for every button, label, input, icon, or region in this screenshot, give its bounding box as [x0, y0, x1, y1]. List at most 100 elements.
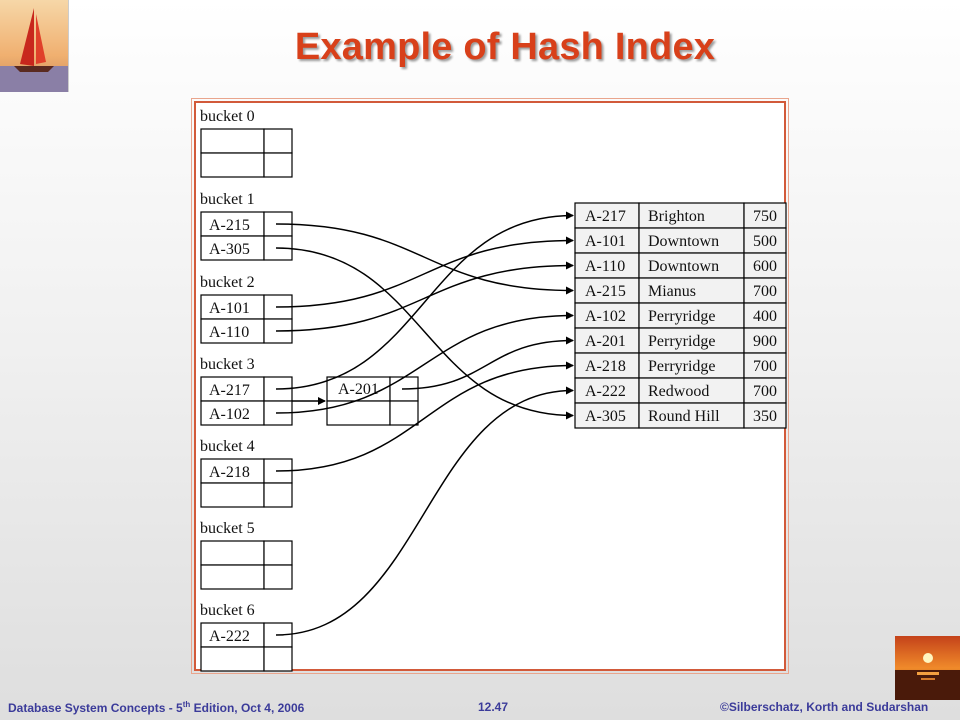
- bucket-pointer-cell: [263, 152, 293, 178]
- table-row: A-222 Redwood 700: [574, 377, 787, 404]
- bucket-pointer-cell: [263, 646, 293, 672]
- account-number: A-222: [585, 383, 626, 400]
- bucket-pointer-cell: [263, 482, 293, 508]
- bucket-key-cell: [200, 564, 265, 590]
- account-number: A-218: [585, 358, 626, 375]
- bucket-entry: A-102: [209, 406, 250, 423]
- account-number: A-101: [585, 233, 626, 250]
- pointer-arrow: [275, 311, 574, 414]
- bucket-label: bucket 6: [200, 602, 255, 619]
- account-number-cell: [574, 402, 640, 429]
- branch-name: Round Hill: [648, 408, 720, 425]
- bucket-pointer-cell: [263, 540, 293, 566]
- table-row: A-218 Perryridge 700: [574, 352, 787, 379]
- sunset-logo: [895, 636, 960, 700]
- account-number-cell: [574, 277, 640, 304]
- balance: 700: [753, 358, 777, 375]
- bucket-pointer-cell: [263, 128, 293, 154]
- branch-cell: [638, 202, 745, 229]
- bucket-label: bucket 5: [200, 520, 255, 537]
- table-row: A-110 Downtown 600: [574, 252, 787, 279]
- overflow-key-cell: [326, 376, 391, 402]
- branch-name: Downtown: [648, 258, 719, 275]
- balance-cell: [743, 227, 787, 254]
- balance: 600: [753, 258, 777, 275]
- table-row: A-215 Mianus 700: [574, 277, 787, 304]
- balance-cell: [743, 277, 787, 304]
- bucket-6: bucket 6 A-222: [200, 602, 293, 672]
- bucket-label: bucket 2: [200, 274, 255, 291]
- bucket-key-cell: [200, 482, 265, 508]
- branch-cell: [638, 302, 745, 329]
- balance: 350: [753, 408, 777, 425]
- branch-cell: [638, 402, 745, 429]
- overflow-bucket: A-201: [326, 376, 419, 426]
- account-number: A-102: [585, 308, 626, 325]
- pointer-arrow: [275, 386, 574, 636]
- footer-copyright: ©Silberschatz, Korth and Sudarshan: [720, 700, 929, 714]
- account-number: A-215: [585, 283, 626, 300]
- bucket-entry: A-305: [209, 241, 250, 258]
- bucket-key-cell: [200, 458, 265, 484]
- table-row: A-102 Perryridge 400: [574, 302, 787, 329]
- bucket-label: bucket 3: [200, 356, 255, 373]
- bucket-5: bucket 5: [200, 520, 293, 590]
- bucket-entry: A-101: [209, 300, 250, 317]
- pointer-arrow: [275, 361, 574, 472]
- pointer-arrow: [275, 236, 574, 308]
- account-number-cell: [574, 227, 640, 254]
- bucket-key-cell: [200, 128, 265, 154]
- table-row: A-101 Downtown 500: [574, 227, 787, 254]
- bucket-key-cell: [200, 540, 265, 566]
- bucket-entry: A-218: [209, 464, 250, 481]
- pointer-arrow: [401, 336, 574, 390]
- account-number: A-305: [585, 408, 626, 425]
- overflow-key-cell: [326, 400, 391, 426]
- balance-cell: [743, 377, 787, 404]
- balance: 500: [753, 233, 777, 250]
- branch-name: Brighton: [648, 208, 705, 225]
- bucket-key-cell: [200, 376, 265, 402]
- bucket-label: bucket 0: [200, 108, 255, 125]
- balance: 750: [753, 208, 777, 225]
- table-row: A-305 Round Hill 350: [574, 402, 787, 429]
- branch-cell: [638, 277, 745, 304]
- bucket-label: bucket 4: [200, 438, 255, 455]
- account-number: A-110: [585, 258, 625, 275]
- overflow-entry: A-201: [338, 381, 379, 398]
- pointer-arrow: [275, 223, 574, 295]
- balance-cell: [743, 402, 787, 429]
- bucket-entry: A-222: [209, 628, 250, 645]
- balance: 700: [753, 283, 777, 300]
- branch-cell: [638, 227, 745, 254]
- branch-name: Perryridge: [648, 333, 716, 350]
- pointer-arrow: [275, 261, 574, 332]
- bucket-entry: A-215: [209, 217, 250, 234]
- branch-name: Mianus: [648, 283, 696, 300]
- balance: 900: [753, 333, 777, 350]
- bucket-pointer-cell: [263, 564, 293, 590]
- pointer-arrow: [275, 211, 574, 390]
- branch-name: Perryridge: [648, 358, 716, 375]
- branch-name: Redwood: [648, 383, 709, 400]
- account-number: A-217: [585, 208, 626, 225]
- bucket-4: bucket 4 A-218: [200, 438, 293, 508]
- bucket-key-cell: [200, 318, 265, 344]
- bucket-label: bucket 1: [200, 191, 255, 208]
- branch-name: Perryridge: [648, 308, 716, 325]
- footer-page-number: 12.47: [478, 700, 509, 714]
- bucket-key-cell: [200, 646, 265, 672]
- balance: 700: [753, 383, 777, 400]
- footer-course: Database System Concepts - 5th Edition, …: [8, 700, 305, 715]
- branch-cell: [638, 377, 745, 404]
- balance: 400: [753, 308, 777, 325]
- bucket-key-cell: [200, 152, 265, 178]
- bucket-entry: A-217: [209, 382, 250, 399]
- branch-name: Downtown: [648, 233, 719, 250]
